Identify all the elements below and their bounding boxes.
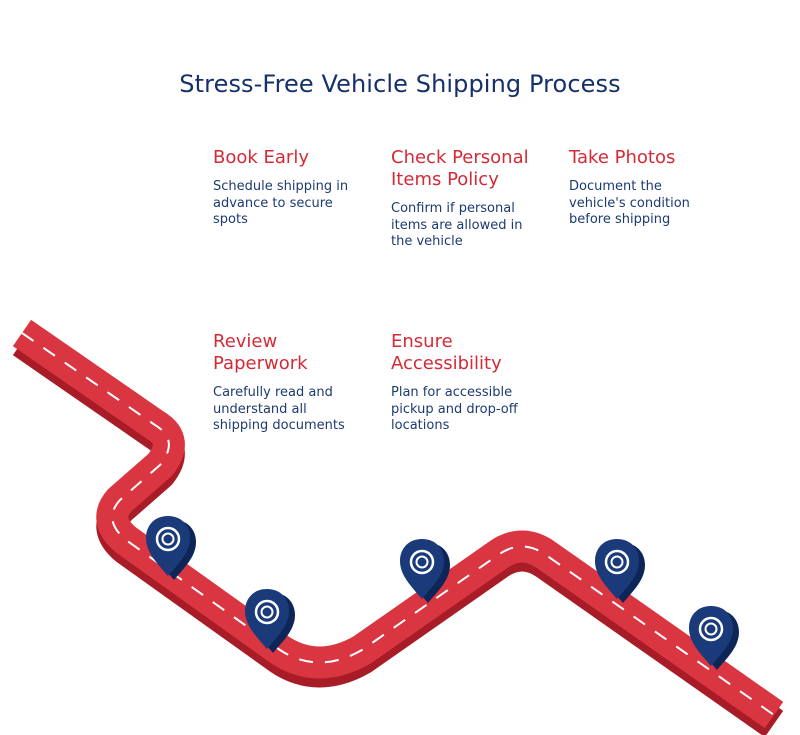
step-description: Confirm if personal items are allowed in… — [391, 201, 523, 249]
location-pin-icon — [245, 589, 295, 653]
step-title: Ensure Accessibility — [391, 331, 502, 374]
step-description: Carefully read and understand all shippi… — [213, 385, 345, 433]
location-pin-icon — [146, 516, 196, 580]
step-description: Schedule shipping in advance to secure s… — [213, 179, 349, 227]
step-check-personal-items-policy: Check Personal Items Policy Confirm if p… — [391, 147, 531, 251]
page-title: Stress-Free Vehicle Shipping Process — [179, 70, 621, 98]
step-description: Document the vehicle's condition before … — [569, 179, 690, 227]
step-title: Book Early — [213, 147, 309, 168]
step-take-photos: Take Photos Document the vehicle's condi… — [569, 147, 709, 229]
step-title: Review Paperwork — [213, 331, 308, 374]
step-review-paperwork: Review Paperwork Carefully read and unde… — [213, 331, 353, 435]
step-title: Check Personal Items Policy — [391, 147, 529, 190]
location-pin-icon — [595, 539, 645, 603]
step-ensure-accessibility: Ensure Accessibility Plan for accessible… — [391, 331, 531, 435]
location-pin-icon — [400, 539, 450, 603]
step-book-early: Book Early Schedule shipping in advance … — [213, 147, 353, 229]
step-description: Plan for accessible pickup and drop-off … — [391, 385, 518, 433]
step-title: Take Photos — [569, 147, 676, 168]
location-pin-icon — [689, 606, 739, 670]
